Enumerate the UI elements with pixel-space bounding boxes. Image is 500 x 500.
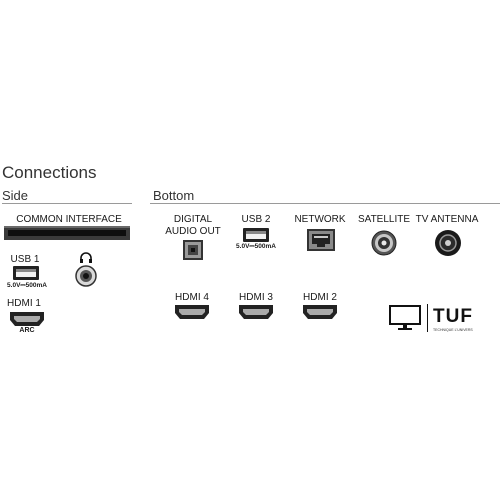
section-side-heading: Side	[2, 188, 29, 203]
badge-divider	[427, 304, 428, 332]
hdmi1-sub: ARC	[19, 327, 35, 334]
side-divider	[2, 203, 132, 204]
common-interface-label: COMMON INTERFACE	[16, 214, 122, 225]
hdmi4-port-icon	[175, 305, 209, 319]
digital-audio-label-line2: AUDIO OUT	[165, 226, 221, 237]
tv-monitor-icon	[389, 305, 421, 331]
satellite-port-icon	[371, 230, 397, 256]
hdmi2-label: HDMI 2	[303, 292, 337, 303]
usb1-label: USB 1	[10, 254, 40, 265]
bottom-divider	[150, 203, 500, 204]
section-bottom-heading: Bottom	[153, 188, 195, 203]
antenna-port-icon	[434, 229, 462, 257]
hdmi1-label: HDMI 1	[7, 298, 41, 309]
usb2-port-icon	[243, 228, 269, 242]
network-label: NETWORK	[294, 214, 346, 225]
hdmi3-label: HDMI 3	[239, 292, 273, 303]
hdmi1-port-icon	[10, 312, 44, 326]
page-title: Connections	[2, 163, 97, 182]
optical-port-icon	[183, 240, 203, 260]
tuf-badge-text: TUF	[433, 306, 473, 327]
ethernet-port-icon	[307, 229, 335, 251]
common-interface-slot	[4, 226, 130, 240]
tv-antenna-label: TV ANTENNA	[415, 214, 479, 225]
usb1-spec: 5.0V⎓500mA	[7, 282, 47, 289]
hdmi4-label: HDMI 4	[175, 292, 209, 303]
satellite-label: SATELLITE	[357, 214, 411, 225]
hdmi2-port-icon	[303, 305, 337, 319]
hdmi3-port-icon	[239, 305, 273, 319]
usb2-label: USB 2	[241, 214, 271, 225]
tuf-badge-subtext: TECHNIQUE L'UNIVERS	[433, 328, 473, 332]
usb1-port-icon	[13, 266, 39, 280]
headphone-jack-icon	[75, 265, 97, 287]
digital-audio-label-line1: DIGITAL	[173, 214, 213, 225]
headphone-icon	[79, 252, 93, 264]
usb2-spec: 5.0V⎓500mA	[236, 243, 276, 250]
